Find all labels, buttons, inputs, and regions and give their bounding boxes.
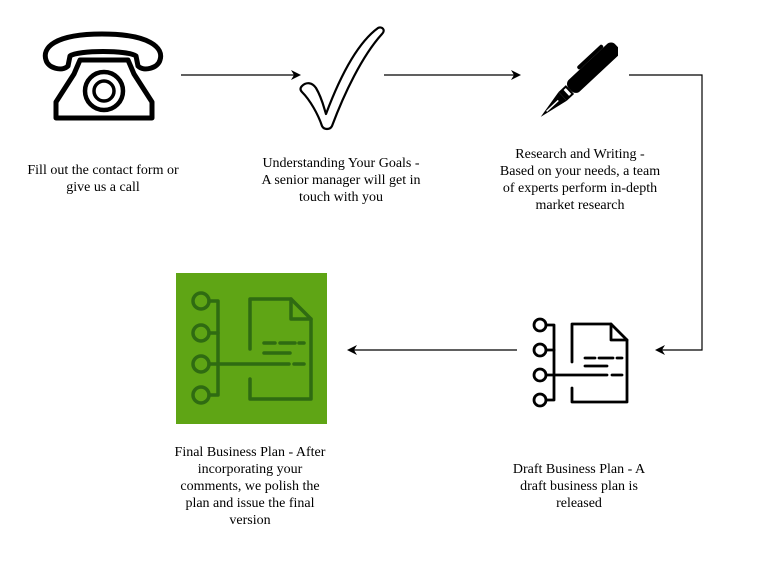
step-caption-final: Final Business Plan - After incorporatin… (174, 445, 326, 528)
document-flow-icon (191, 291, 313, 405)
pen-icon (540, 42, 618, 117)
checkmark-icon (299, 26, 385, 131)
step-caption-contact: Fill out the contact form or give us a c… (27, 163, 179, 195)
step-caption-draft: Draft Business Plan - A draft business p… (512, 462, 646, 511)
step-caption-research: Research and Writing - Based on your nee… (499, 147, 661, 213)
final-plan-tile (176, 273, 327, 424)
document-flow-icon (532, 317, 629, 408)
step-caption-goals: Understanding Your Goals - A senior mana… (261, 156, 421, 205)
telephone-icon (42, 31, 164, 121)
arrow-research-to-draft (629, 74, 703, 355)
